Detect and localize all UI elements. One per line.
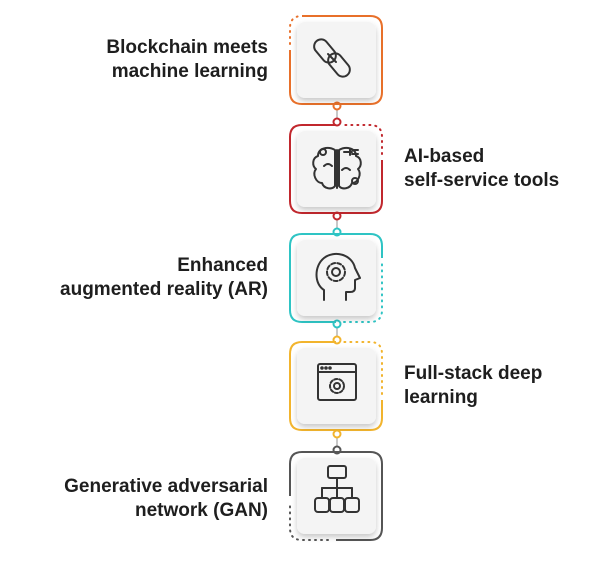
- step-3: [289, 233, 383, 323]
- step-4-label: Full-stack deep learning: [404, 363, 543, 408]
- connector-2: [332, 211, 342, 237]
- step-2: [289, 124, 383, 214]
- step-1-label: Blockchain meets machine learning: [106, 37, 268, 82]
- chain-link-icon: [313, 38, 351, 78]
- connector-1: [332, 101, 342, 127]
- step-3-label: Enhanced augmented reality (AR): [60, 255, 268, 300]
- step-4: [289, 341, 383, 431]
- connector-3: [332, 319, 342, 345]
- step-5: [289, 451, 383, 541]
- step-1: [289, 15, 383, 105]
- head-gear-icon: [315, 252, 361, 301]
- brain-plug-icon: [312, 147, 362, 190]
- browser-gear-icon: [317, 363, 357, 401]
- step-5-label: Generative adversarial network (GAN): [64, 476, 268, 521]
- hierarchy-network-icon: [314, 465, 360, 513]
- step-2-label: AI-based self-service tools: [404, 146, 560, 191]
- connector-4: [332, 429, 342, 455]
